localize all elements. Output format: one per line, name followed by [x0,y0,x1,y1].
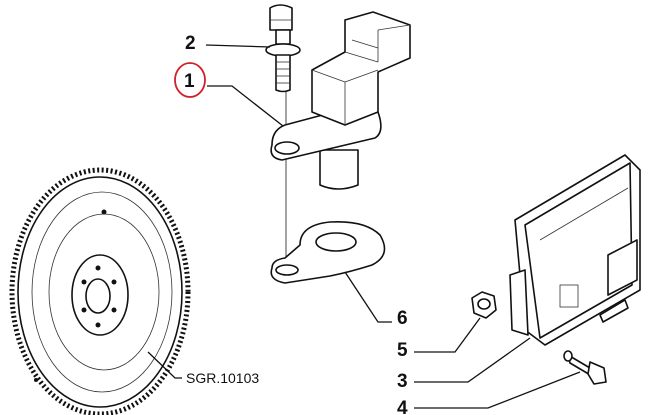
nut-part-5 [471,291,497,319]
callout-4: 4 [397,398,408,415]
leader-line-5 [414,317,481,353]
highlight-circle-part-1 [174,62,206,98]
callout-3: 3 [397,371,408,392]
leader-line-3 [414,337,531,383]
leader-line-1 [207,85,284,127]
flywheel [9,167,191,415]
leader-line-reference [147,351,182,379]
bolt-part-4 [563,350,607,385]
sensor-part-1 [270,11,411,190]
bolt-part-2 [265,4,301,93]
leader-line-2 [205,44,271,48]
callout-6: 6 [397,308,408,329]
gasket-part-6 [270,220,386,284]
ecu-part-3 [509,154,641,346]
leader-line-4 [414,371,581,409]
reference-code: SGR.10103 [186,370,259,386]
callout-2: 2 [185,33,196,54]
callout-5: 5 [397,340,408,361]
callout-1: 1 [184,71,195,92]
leader-line-6 [344,271,392,323]
